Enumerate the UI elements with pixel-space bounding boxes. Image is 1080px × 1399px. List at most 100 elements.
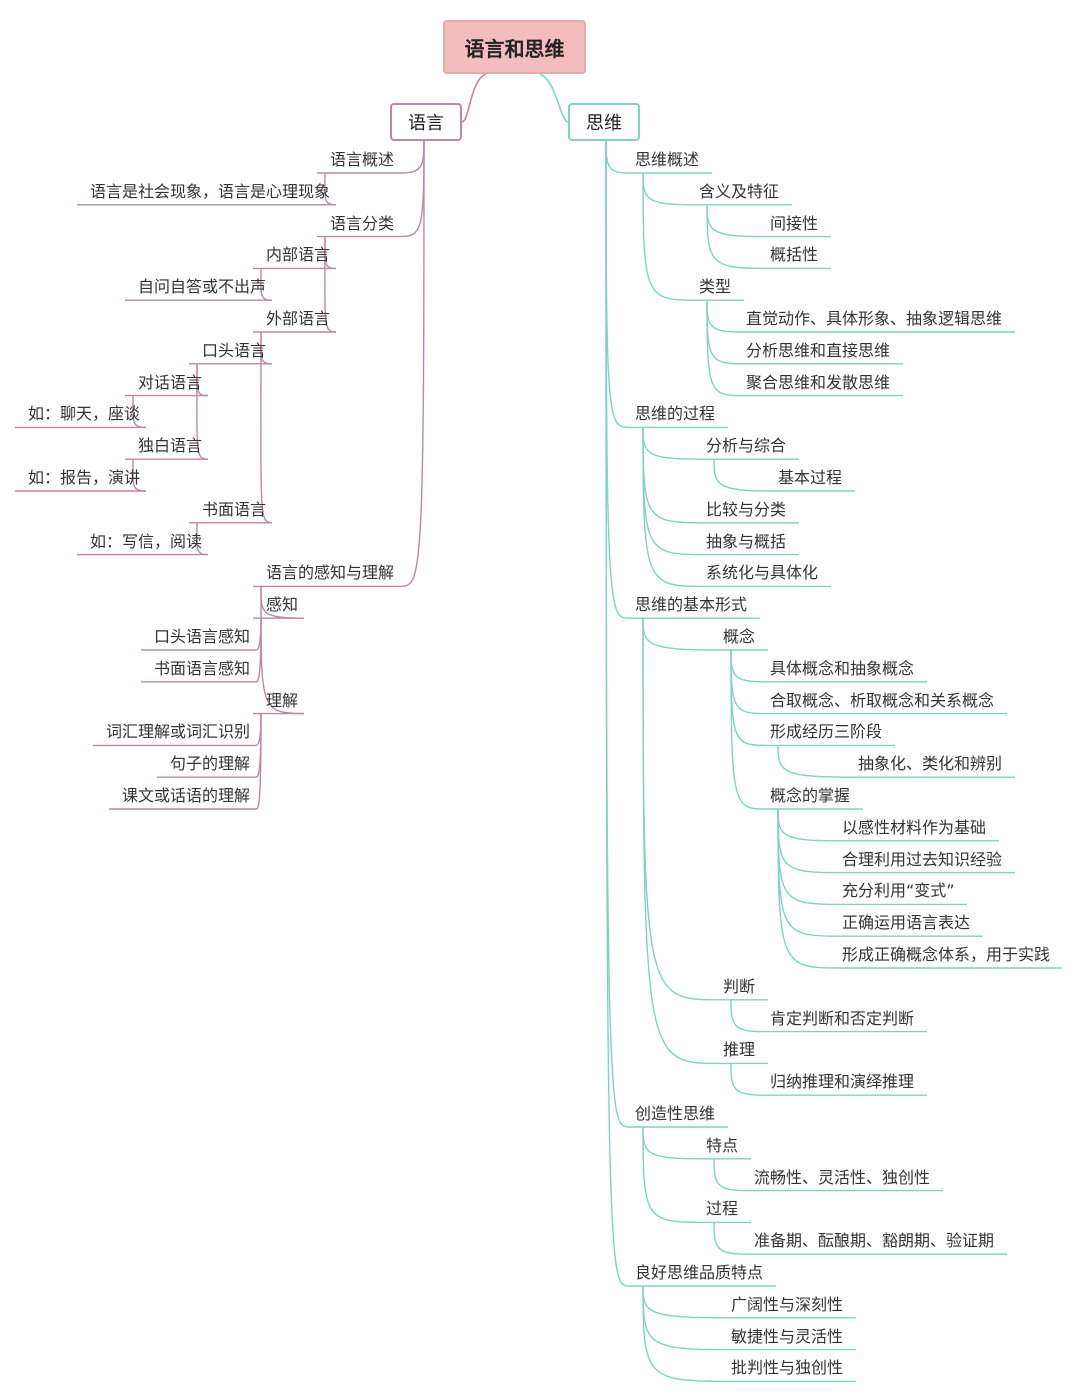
thinking-topic[interactable]: 准备期、酝酿期、豁朗期、验证期	[754, 1231, 995, 1251]
language-topic[interactable]: 自问自答或不出声	[137, 277, 266, 297]
thinking-topic[interactable]: 比较与分类	[706, 499, 787, 519]
thinking-topic[interactable]: 分析思维和直接思维	[746, 340, 891, 360]
language-connector	[132, 395, 147, 429]
thinking-connector	[730, 999, 765, 1033]
thinking-topic[interactable]: 抽象化、类化和辨别	[858, 754, 1003, 774]
thinking-connector	[713, 1222, 749, 1255]
thinking-connector	[642, 172, 694, 206]
thinking-topic[interactable]: 特点	[706, 1135, 739, 1155]
thinking-connector	[777, 808, 837, 842]
thinking-topic[interactable]: 抽象与概括	[706, 531, 787, 551]
language-connector	[260, 586, 305, 715]
thinking-topic[interactable]: 充分利用“变式”	[842, 881, 955, 901]
language-topic[interactable]: 对话语言	[137, 372, 202, 392]
language-connector	[399, 140, 425, 238]
language-topic[interactable]: 口头语言感知	[153, 627, 250, 646]
thinking-connector	[642, 1285, 726, 1319]
language-topic[interactable]: 如：聊天，座谈	[27, 404, 140, 424]
thinking-connector	[706, 204, 765, 238]
language-connector	[399, 140, 425, 588]
language-connector	[399, 140, 425, 174]
thinking-topic[interactable]: 基本过程	[778, 468, 843, 487]
branch-language[interactable]: 语言	[390, 103, 462, 141]
thinking-connector	[642, 618, 718, 1001]
thinking-topic[interactable]: 直觉动作、具体形象、抽象逻辑思维	[746, 309, 1003, 328]
thinking-topic[interactable]: 形成经历三阶段	[770, 722, 883, 742]
thinking-topic[interactable]: 批判性与独创性	[731, 1358, 844, 1378]
thinking-connector	[642, 427, 701, 524]
language-connector	[132, 459, 147, 492]
language-topic[interactable]: 句子的理解	[169, 754, 250, 774]
language-topic[interactable]: 如：写信，阅读	[89, 531, 202, 551]
thinking-topic[interactable]: 归纳推理和演绎推理	[770, 1072, 915, 1092]
language-topic[interactable]: 课文或话语的理解	[121, 786, 250, 805]
language-topic[interactable]: 语言是社会现象，语言是心理现象	[89, 181, 330, 201]
thinking-connector	[713, 459, 773, 492]
thinking-connector	[777, 745, 853, 778]
language-topic[interactable]: 如：报告，演讲	[27, 468, 140, 487]
thinking-topic[interactable]: 含义及特征	[699, 181, 780, 201]
thinking-topic[interactable]: 概念的掌握	[770, 786, 851, 805]
thinking-topic[interactable]: 间接性	[770, 213, 819, 233]
branch-thinking[interactable]: 思维	[568, 103, 640, 141]
language-topic[interactable]: 外部语言	[265, 309, 330, 328]
thinking-connector	[706, 300, 741, 333]
thinking-connector	[605, 140, 630, 1128]
language-connector	[196, 522, 209, 556]
thinking-topic[interactable]: 系统化与具体化	[706, 563, 819, 583]
language-topic[interactable]: 感知	[265, 595, 298, 615]
thinking-topic[interactable]: 创造性思维	[635, 1104, 716, 1123]
language-topic[interactable]: 书面语言感知	[153, 658, 250, 678]
thinking-connector	[642, 1126, 701, 1224]
thinking-topic[interactable]: 过程	[706, 1199, 739, 1219]
thinking-connector	[642, 427, 701, 556]
language-topic[interactable]: 语言的感知与理解	[265, 563, 394, 583]
thinking-connector	[605, 140, 630, 429]
language-topic[interactable]: 语言分类	[329, 213, 394, 233]
language-topic[interactable]: 独白语言	[137, 436, 202, 456]
language-connector	[324, 236, 337, 333]
thinking-topic[interactable]: 敏捷性与灵活性	[731, 1326, 844, 1346]
thinking-connector	[642, 427, 701, 460]
thinking-topic[interactable]: 思维的基本形式	[635, 595, 748, 615]
thinking-connector	[642, 618, 718, 651]
thinking-topic[interactable]: 思维的过程	[635, 404, 716, 424]
thinking-connector	[642, 1285, 726, 1383]
thinking-topic[interactable]: 合理利用过去知识经验	[842, 849, 1003, 869]
language-topic[interactable]: 内部语言	[265, 245, 330, 265]
thinking-topic[interactable]: 推理	[723, 1040, 756, 1060]
thinking-topic[interactable]: 分析与综合	[706, 436, 787, 456]
language-topic[interactable]: 语言概述	[329, 150, 394, 169]
language-connector	[260, 268, 273, 301]
thinking-connector	[730, 649, 765, 683]
thinking-connector	[642, 427, 701, 588]
thinking-topic[interactable]: 肯定判断和否定判断	[770, 1008, 915, 1028]
language-topic[interactable]: 书面语言	[201, 499, 266, 519]
thinking-topic[interactable]: 良好思维品质特点	[635, 1263, 764, 1282]
connector-root-thinking	[539, 73, 569, 123]
thinking-topic[interactable]: 具体概念和抽象概念	[770, 658, 915, 678]
thinking-connector	[730, 1063, 765, 1096]
thinking-topic[interactable]: 概念	[723, 627, 756, 646]
thinking-topic[interactable]: 概括性	[770, 245, 819, 265]
thinking-topic[interactable]: 聚合思维和发散思维	[746, 372, 891, 392]
language-topic[interactable]: 理解	[265, 690, 298, 710]
thinking-topic[interactable]: 广阔性与深刻性	[731, 1294, 844, 1314]
language-topic[interactable]: 口头语言	[201, 340, 266, 360]
thinking-topic[interactable]: 类型	[699, 277, 732, 297]
thinking-topic[interactable]: 流畅性、灵活性、独创性	[754, 1167, 931, 1187]
language-topic[interactable]: 词汇理解或词汇识别	[105, 722, 250, 742]
thinking-topic[interactable]: 形成正确概念体系，用于实践	[842, 945, 1051, 964]
thinking-connector	[706, 204, 765, 270]
thinking-topic[interactable]: 正确运用语言表达	[842, 913, 971, 933]
thinking-topic[interactable]: 思维概述	[635, 150, 700, 169]
thinking-topic[interactable]: 以感性材料作为基础	[842, 817, 987, 837]
thinking-topic[interactable]: 合取概念、析取概念和关系概念	[770, 690, 995, 710]
thinking-topic[interactable]: 判断	[723, 976, 756, 996]
thinking-connector	[777, 808, 837, 906]
thinking-connector	[642, 1126, 701, 1160]
root-topic[interactable]: 语言和思维	[443, 20, 586, 74]
thinking-connector	[642, 172, 694, 301]
language-connector	[324, 172, 337, 206]
thinking-connector	[777, 808, 837, 969]
